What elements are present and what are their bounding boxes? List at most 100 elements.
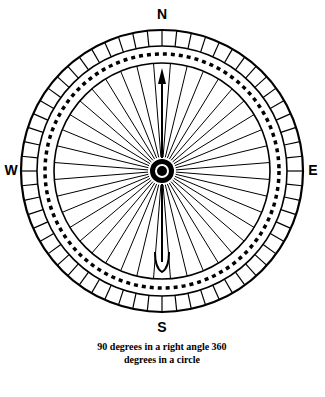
band-tick (175, 31, 177, 47)
spoke (176, 146, 267, 168)
band-tick (246, 66, 257, 78)
spoke (121, 71, 157, 158)
band-tick (105, 285, 112, 300)
south-label: S (157, 320, 166, 334)
spoke (92, 89, 153, 160)
band-tick (276, 222, 291, 229)
spoke (62, 130, 149, 166)
band-ticks (21, 30, 303, 312)
spoke (70, 178, 150, 227)
dotted-ring (45, 54, 279, 288)
band-tick (68, 264, 79, 276)
band-tick (286, 184, 302, 186)
band-ring (37, 46, 287, 296)
band-tick (281, 127, 296, 132)
band-tick (270, 234, 284, 242)
band-tick (22, 156, 38, 158)
band-tick (175, 295, 177, 311)
band-tick (263, 88, 276, 97)
band-tick (118, 37, 123, 52)
band-tick (28, 210, 43, 215)
hub-center (157, 166, 167, 176)
spoke (174, 178, 254, 227)
caption: 90 degrees in a right angle 360 degrees … (87, 340, 237, 366)
spoke (175, 130, 262, 166)
outer-ring (21, 30, 303, 312)
band-tick (105, 42, 112, 57)
band-tick (188, 33, 191, 49)
hub-ring (155, 164, 169, 178)
band-tick (48, 88, 61, 97)
spoke (174, 115, 254, 164)
spoke (92, 182, 153, 253)
band-tick (284, 142, 300, 145)
spoke (70, 115, 150, 164)
band-tick (92, 279, 100, 293)
band-tick (118, 290, 123, 305)
band-tick (57, 255, 69, 266)
band-tick (92, 49, 100, 63)
band-tick (235, 272, 244, 285)
spoke (176, 163, 270, 170)
band-tick (270, 101, 284, 109)
band-tick (246, 264, 257, 276)
spoke (171, 182, 232, 253)
band-tick (201, 290, 206, 305)
band-tick (133, 33, 136, 49)
spoke (54, 172, 148, 179)
east-label: E (308, 163, 317, 177)
band-tick (161, 296, 162, 312)
spoke (169, 79, 218, 159)
band-tick (33, 114, 48, 121)
band-tick (188, 293, 191, 309)
north-label: N (157, 7, 167, 21)
band-tick (28, 127, 43, 132)
spoke (175, 176, 262, 212)
band-tick (276, 114, 291, 121)
spoke (57, 146, 148, 168)
spoke (137, 66, 159, 157)
band-tick (286, 156, 302, 158)
band-tick (24, 142, 40, 145)
needle (155, 68, 169, 272)
band-tick (22, 184, 38, 186)
spoke (165, 66, 187, 157)
band-tick (161, 30, 162, 46)
band-tick (21, 170, 37, 171)
band-tick (281, 210, 296, 215)
spokes (54, 63, 269, 278)
west-label: W (4, 163, 17, 177)
band-tick (79, 272, 88, 285)
inner-ring (54, 63, 270, 279)
band-tick (213, 42, 220, 57)
hub (150, 159, 174, 183)
spoke (121, 184, 157, 271)
spoke (169, 183, 218, 263)
band-tick (225, 49, 233, 63)
band-tick (40, 101, 54, 109)
band-tick (40, 234, 54, 242)
band-tick (287, 170, 303, 171)
spoke (167, 71, 203, 158)
spoke (167, 184, 203, 271)
spoke (80, 180, 151, 241)
spoke (80, 101, 151, 162)
band-tick (79, 57, 88, 70)
spoke (171, 89, 232, 160)
spoke (173, 101, 244, 162)
band-tick (201, 37, 206, 52)
band-tick (225, 279, 233, 293)
band-tick (147, 295, 149, 311)
band-tick (255, 77, 267, 88)
band-tick (48, 244, 61, 253)
spoke (106, 79, 155, 159)
band-tick (133, 293, 136, 309)
spoke (62, 176, 149, 212)
band-tick (284, 197, 300, 200)
spoke (176, 174, 267, 196)
band-tick (255, 255, 267, 266)
band-tick (68, 66, 79, 78)
spoke (173, 180, 244, 241)
spoke (57, 174, 148, 196)
